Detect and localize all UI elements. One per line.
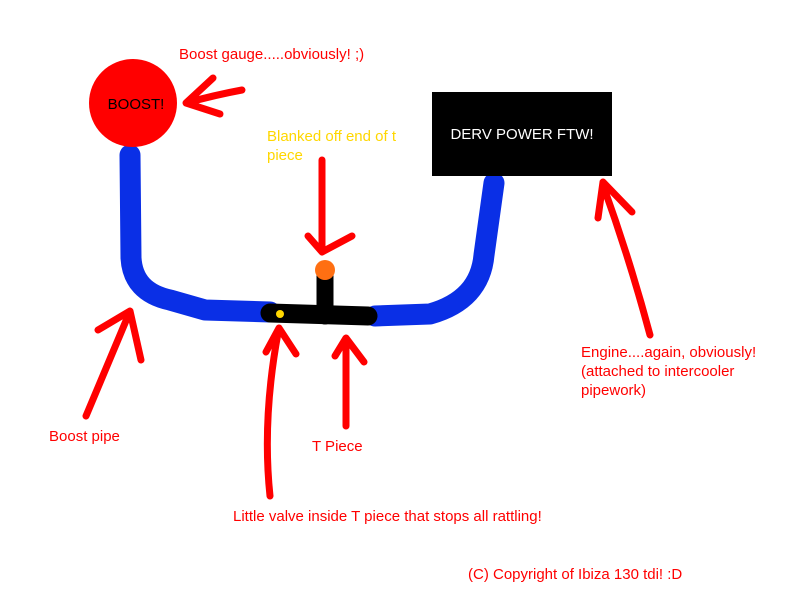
engine-block bbox=[432, 92, 612, 176]
label-boost-gauge: Boost gauge.....obviously! ;) bbox=[179, 46, 365, 63]
label-valve: Little valve inside T piece that stops a… bbox=[233, 508, 542, 525]
arrow-to-valve bbox=[262, 324, 300, 500]
blanked-off-end bbox=[315, 260, 335, 280]
arrow-to-boost-pipe bbox=[82, 307, 145, 420]
arrow-to-blanked-end bbox=[304, 156, 356, 256]
label-blanked-off: Blanked off end of t piece bbox=[267, 128, 396, 164]
boost-gauge bbox=[89, 59, 177, 147]
engine-label: DERV POWER FTW! bbox=[450, 125, 594, 143]
label-engine: Engine....again, obviously! (attached to… bbox=[581, 344, 757, 399]
arrow-to-t-piece bbox=[331, 334, 368, 430]
valve-dot bbox=[276, 310, 284, 318]
arrow-to-gauge bbox=[182, 74, 246, 118]
boost-gauge-label: BOOST! bbox=[107, 95, 165, 113]
label-boost-pipe: Boost pipe bbox=[49, 428, 120, 445]
label-t-piece: T Piece bbox=[312, 438, 363, 455]
label-copyright: (C) Copyright of Ibiza 130 tdi! :D bbox=[468, 566, 683, 583]
boost-pipe-right bbox=[364, 172, 505, 327]
boost-pipe-left bbox=[119, 144, 281, 323]
arrow-to-engine bbox=[594, 178, 654, 339]
